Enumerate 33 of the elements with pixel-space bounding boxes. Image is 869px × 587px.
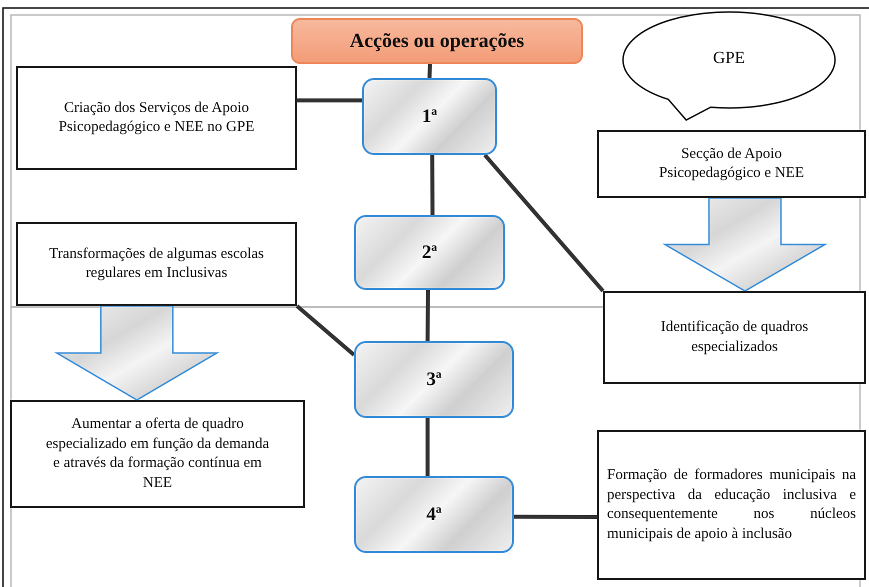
node-text: Secção de Apoio Psicopedagógico e NEE (658, 144, 805, 183)
node-text: Criação dos Serviços de Apoio Psicopedagógico e NEE no GPE (58, 98, 256, 137)
step-box (362, 78, 497, 155)
connector-line (483, 154, 604, 292)
node-text: Aumentar a oferta de quadro especializado em função da demanda e através da formação contínua em NEE (44, 415, 270, 492)
step-label: 2ª (422, 242, 438, 264)
action-header (291, 18, 583, 64)
process-box (597, 130, 866, 198)
block-arrow (54, 305, 220, 401)
connector-line (426, 418, 430, 476)
process-box (10, 400, 305, 508)
process-box (16, 222, 297, 306)
node-text: Formação de formadores municipais na perspectiva da educação inclusiva e consequentemente nos núcleos municipais de apoio à inclusão (607, 466, 856, 544)
node-text: Identificação de quadros especializados (660, 318, 810, 356)
connector-line (514, 514, 597, 519)
step-box (354, 476, 514, 553)
node-text: Acções ou operações (350, 30, 524, 52)
process-box (597, 430, 866, 580)
connector-line (296, 304, 356, 356)
connector-line (430, 154, 435, 216)
connector-line (428, 64, 432, 78)
step-label: 3ª (426, 368, 442, 390)
process-box (16, 66, 297, 170)
process-box (603, 291, 866, 384)
step-label: 1ª (422, 106, 438, 128)
connector-line (426, 290, 430, 342)
node-text: GPE (712, 48, 746, 68)
step-box (354, 341, 514, 418)
step-box (354, 215, 505, 290)
connector-line (297, 98, 362, 102)
step-label: 4ª (426, 504, 442, 526)
block-arrow (662, 197, 828, 292)
node-text: Transformações de algumas escolas regulares em Inclusivas (48, 244, 265, 283)
